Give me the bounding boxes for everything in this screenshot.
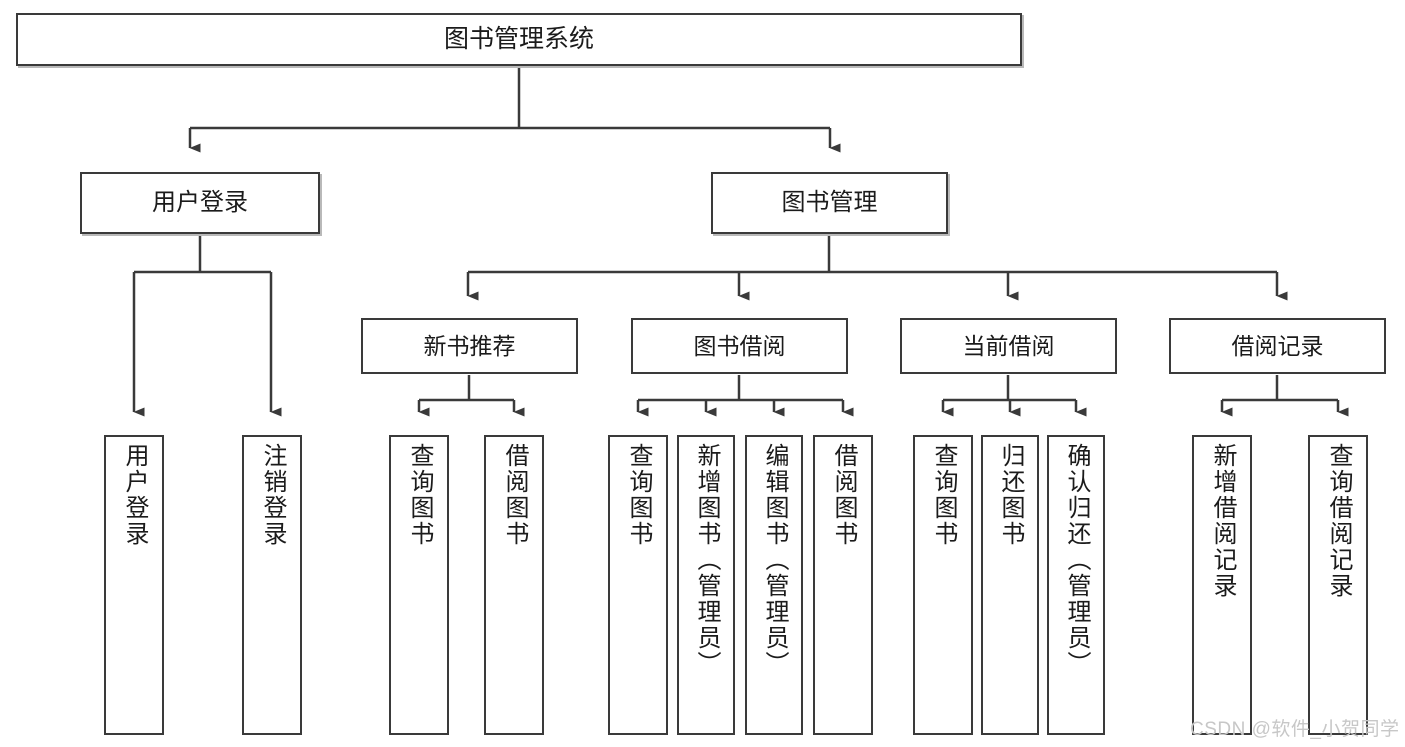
node-leaf-query-record[interactable]: 查询借阅记录 (1308, 435, 1368, 735)
node-leaf-return-book-label: 归还图书 (997, 443, 1024, 547)
node-leaf-add-record-label: 新增借阅记录 (1209, 443, 1236, 599)
node-leaf-borrow-book-1-label: 借阅图书 (501, 443, 528, 547)
node-new-book-rec[interactable]: 新书推荐 (361, 318, 578, 374)
node-leaf-confirm-return[interactable]: 确认归还（管理员） (1047, 435, 1105, 735)
node-book-manage[interactable]: 图书管理 (711, 172, 948, 234)
node-leaf-user-login[interactable]: 用户登录 (104, 435, 164, 735)
node-leaf-query-book-2[interactable]: 查询图书 (608, 435, 668, 735)
node-current-borrow-label: 当前借阅 (962, 332, 1055, 359)
node-borrow-record[interactable]: 借阅记录 (1169, 318, 1386, 374)
node-leaf-borrow-book-2-label: 借阅图书 (830, 443, 857, 547)
node-leaf-edit-book-label: 编辑图书（管理员） (761, 443, 788, 677)
node-root-label: 图书管理系统 (443, 25, 594, 54)
node-leaf-user-logout-label: 注销登录 (259, 443, 286, 547)
node-book-borrow[interactable]: 图书借阅 (631, 318, 848, 374)
node-leaf-add-record[interactable]: 新增借阅记录 (1192, 435, 1252, 735)
node-user-login[interactable]: 用户登录 (80, 172, 320, 234)
node-leaf-return-book[interactable]: 归还图书 (981, 435, 1039, 735)
node-leaf-query-record-label: 查询借阅记录 (1325, 443, 1352, 599)
node-leaf-user-logout[interactable]: 注销登录 (242, 435, 302, 735)
node-leaf-borrow-book-1[interactable]: 借阅图书 (484, 435, 544, 735)
node-leaf-query-book-2-label: 查询图书 (625, 443, 652, 547)
node-root[interactable]: 图书管理系统 (16, 13, 1022, 66)
node-new-book-rec-label: 新书推荐 (423, 332, 516, 359)
csdn-watermark: CSDN @软件_小贺同学 (1190, 719, 1400, 740)
node-current-borrow[interactable]: 当前借阅 (900, 318, 1117, 374)
node-book-borrow-label: 图书借阅 (693, 332, 786, 359)
node-book-manage-label: 图书管理 (781, 189, 878, 217)
node-leaf-confirm-return-label: 确认归还（管理员） (1063, 443, 1090, 677)
node-leaf-query-book-3[interactable]: 查询图书 (913, 435, 973, 735)
node-leaf-add-book[interactable]: 新增图书（管理员） (677, 435, 735, 735)
node-user-login-label: 用户登录 (152, 189, 248, 217)
node-leaf-add-book-label: 新增图书（管理员） (693, 443, 720, 677)
node-leaf-user-login-label: 用户登录 (121, 443, 148, 547)
node-leaf-query-book-3-label: 查询图书 (930, 443, 957, 547)
node-leaf-edit-book[interactable]: 编辑图书（管理员） (745, 435, 803, 735)
node-borrow-record-label: 借阅记录 (1231, 332, 1324, 359)
node-leaf-borrow-book-2[interactable]: 借阅图书 (813, 435, 873, 735)
node-leaf-query-book-1[interactable]: 查询图书 (389, 435, 449, 735)
node-leaf-query-book-1-label: 查询图书 (406, 443, 433, 547)
